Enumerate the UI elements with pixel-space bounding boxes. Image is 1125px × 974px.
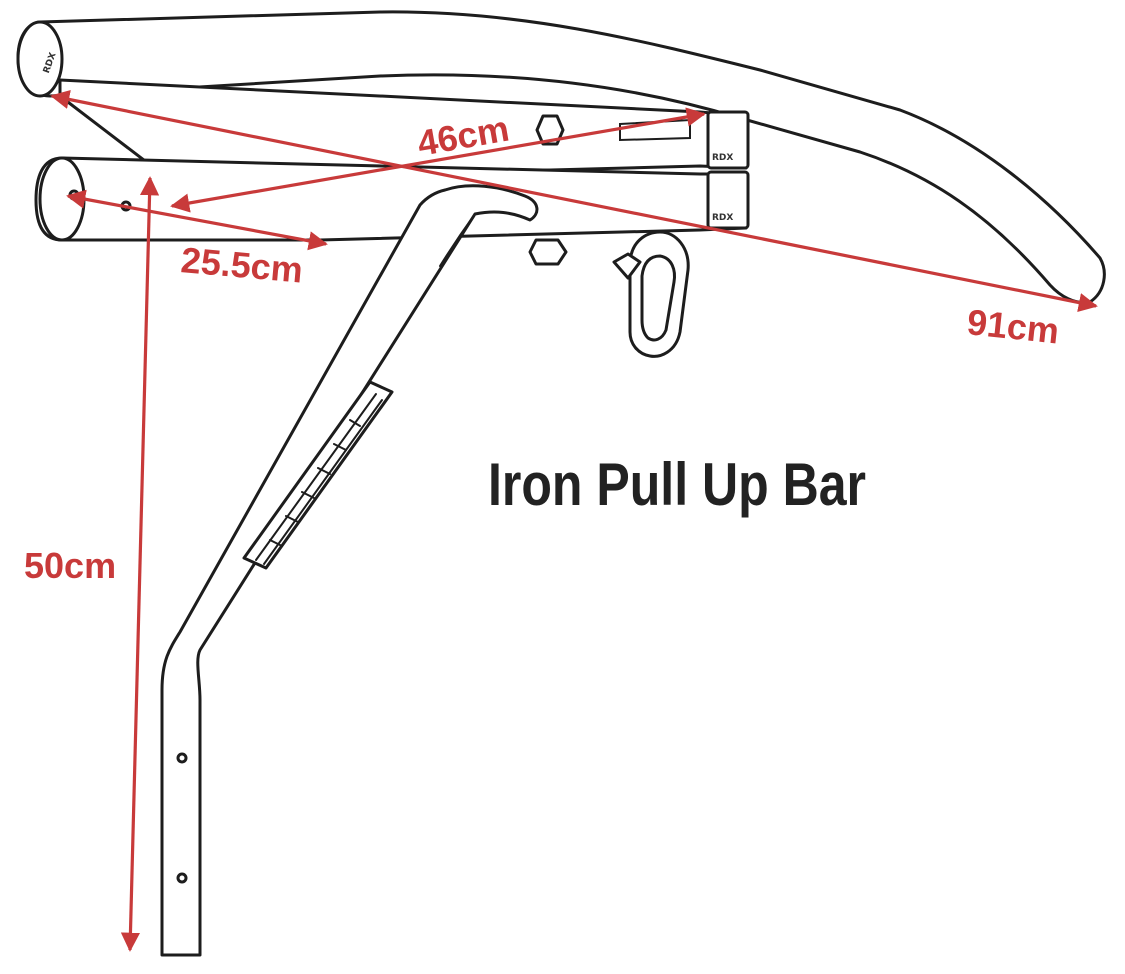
wall-plate-upper: RDX — [706, 110, 750, 170]
support-arm — [160, 184, 539, 957]
dimension-depth-arm-label: 25.5cm — [179, 239, 304, 290]
hex-nut-bottom — [528, 238, 568, 266]
wall-plate-lower-logo: RDX — [712, 213, 733, 223]
brand-pattern-plate — [242, 380, 394, 570]
dimension-length-label: 91cm — [965, 301, 1061, 351]
hanging-shackle — [612, 230, 690, 358]
product-title: Iron Pull Up Bar — [488, 451, 866, 518]
wall-plate-lower: RDX — [706, 170, 750, 230]
wall-plate-upper-logo: RDX — [712, 153, 733, 163]
dimension-height: 50cm — [24, 176, 160, 952]
dimension-height-label: 50cm — [24, 545, 116, 586]
lower-mount-tube — [34, 156, 748, 242]
